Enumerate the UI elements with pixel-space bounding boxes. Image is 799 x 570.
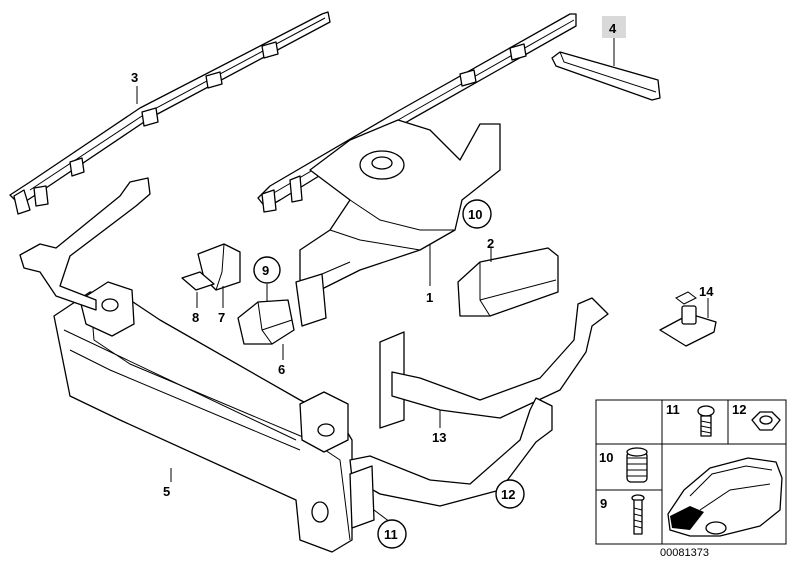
part-labels: 3 4 1 2 5 6 7 8 13 14 9 10 11 12 [131, 16, 714, 549]
inset-label-11: 11 [666, 402, 680, 417]
screw-icon [697, 405, 715, 437]
inset-label-10: 10 [599, 450, 613, 465]
part-8-pad [181, 271, 215, 291]
label-12: 12 [501, 487, 515, 502]
expanding-nut-icon [626, 447, 648, 483]
part-13-tube [379, 297, 609, 429]
hex-nut-icon [751, 411, 781, 431]
label-8: 8 [192, 310, 199, 325]
part-6-clip [237, 299, 295, 345]
inset-label-9: 9 [600, 496, 607, 511]
label-11-circle [377, 519, 407, 549]
part-14-clip-nut [659, 291, 717, 347]
label-7: 7 [218, 310, 225, 325]
part-12-lower-tube [349, 397, 553, 529]
label-14: 14 [699, 284, 714, 299]
car-silhouette-icon [667, 457, 783, 537]
inset-label-12: 12 [732, 402, 746, 417]
label-2: 2 [487, 236, 494, 251]
label-3: 3 [131, 70, 138, 85]
label-10: 10 [468, 207, 482, 222]
label-11: 11 [384, 527, 398, 542]
label-4-highlight [602, 16, 626, 38]
label-9-circle [253, 256, 281, 284]
label-1: 1 [426, 290, 433, 305]
label-10-circle [462, 199, 492, 229]
left-tube-bar [19, 177, 151, 311]
part-4-strip [551, 51, 661, 101]
label-4: 4 [609, 21, 617, 36]
part-1-front-rail [257, 13, 577, 327]
label-5: 5 [163, 484, 170, 499]
label-9: 9 [262, 263, 269, 278]
bolt-icon [631, 494, 645, 535]
part-5-bumper-carrier [53, 281, 353, 553]
reference-number: 00081373 [660, 547, 709, 559]
label-12-circle [495, 479, 525, 509]
parts-inset: 11 12 10 9 [595, 399, 787, 545]
label-6: 6 [278, 362, 285, 377]
leader-lines [136, 38, 709, 523]
part-2-block [457, 247, 559, 317]
part-3-rail-left [9, 11, 331, 215]
label-13: 13 [432, 430, 446, 445]
